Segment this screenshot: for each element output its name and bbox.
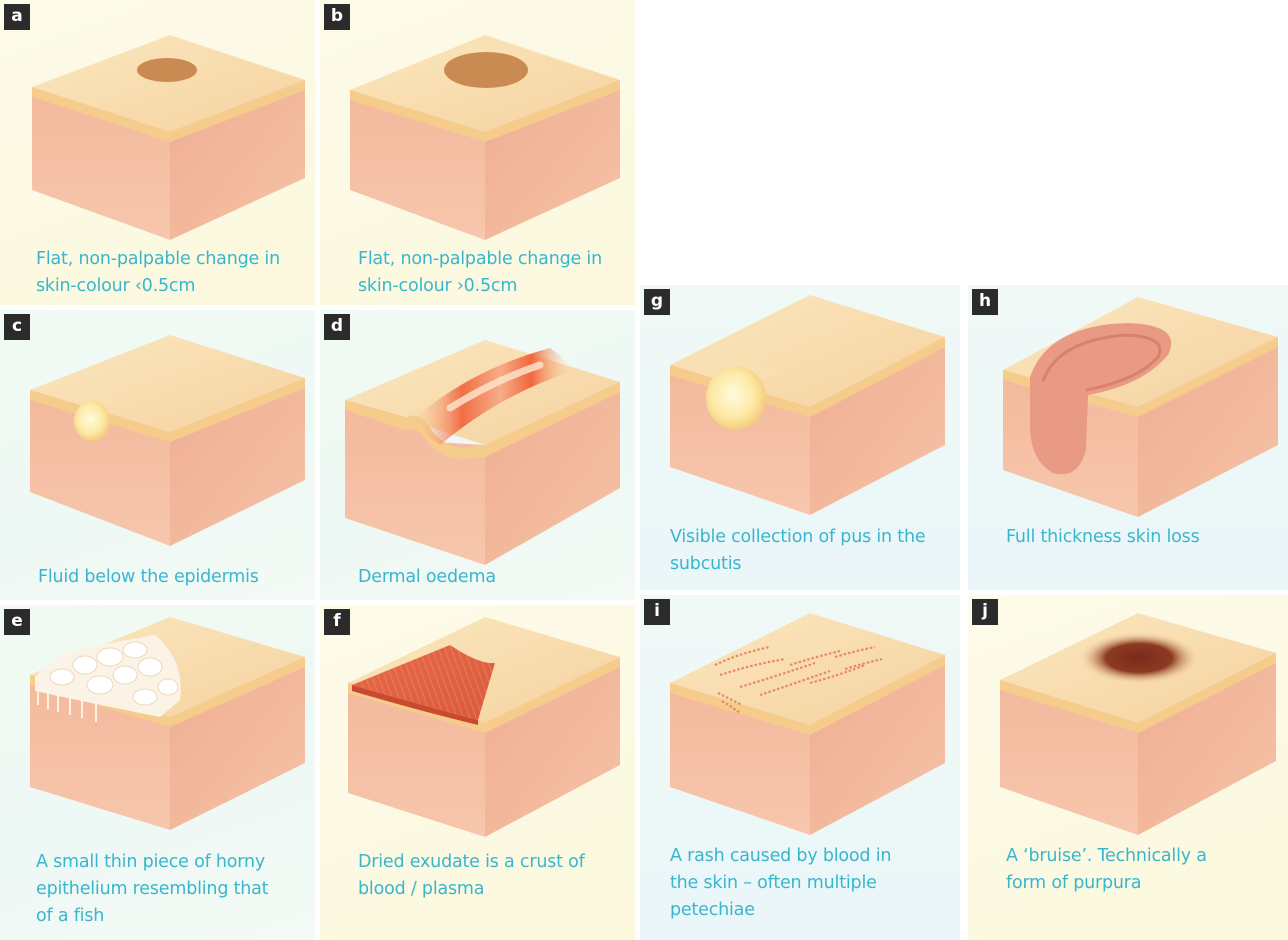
caption-line: form of purpura <box>1006 870 1207 897</box>
panel-tag-b: b <box>324 4 350 30</box>
panel-tag-i: i <box>644 599 670 625</box>
small-macule-spot <box>137 58 197 82</box>
panel-d-wheal: d Dermal oedema <box>320 310 635 600</box>
caption-i: A rash caused by blood in the skin – oft… <box>670 843 891 924</box>
pus-collection <box>706 366 766 430</box>
caption-line: A small thin piece of horny <box>36 849 268 876</box>
caption-line: skin-colour ›0.5cm <box>358 273 602 300</box>
panel-tag-a: a <box>4 4 30 30</box>
panel-h-ulcer: h Full thickness skin loss <box>968 285 1288 590</box>
caption-j: A ‘bruise’. Technically a form of purpur… <box>1006 843 1207 897</box>
caption-c: Fluid below the epidermis <box>38 564 259 591</box>
panel-b-patch: b Flat, non-palpable change in skin-colo… <box>320 0 635 305</box>
caption-line: blood / plasma <box>358 876 585 903</box>
wheal-illustration <box>320 310 635 600</box>
caption-a: Flat, non-palpable change in skin-colour… <box>36 246 280 300</box>
caption-line: subcutis <box>670 551 925 578</box>
panel-g-pustule: g Visible collection of pus in the subcu… <box>640 285 960 590</box>
caption-line: petechiae <box>670 897 891 924</box>
bruise-spot <box>1079 632 1199 684</box>
caption-line: Visible collection of pus in the <box>670 524 925 551</box>
panel-f-crust: f Dried exudate is a crust of blood / pl… <box>320 605 635 940</box>
panel-tag-g: g <box>644 289 670 315</box>
caption-f: Dried exudate is a crust of blood / plas… <box>358 849 585 903</box>
panel-i-purpura: i A rash caused by blood in the skin – o… <box>640 595 960 940</box>
caption-line: Flat, non-palpable change in <box>36 246 280 273</box>
fluid-bubble <box>74 401 110 441</box>
panel-e-scale: e A small thin piece of horny epithelium… <box>0 605 315 940</box>
panel-j-ecchymosis: j A ‘bruise’. Technically a form of purp… <box>968 595 1288 940</box>
caption-line: of a fish <box>36 903 268 930</box>
caption-g: Visible collection of pus in the subcuti… <box>670 524 925 578</box>
caption-line: Flat, non-palpable change in <box>358 246 602 273</box>
caption-line: A ‘bruise’. Technically a <box>1006 843 1207 870</box>
caption-h: Full thickness skin loss <box>1006 524 1200 551</box>
caption-line: A rash caused by blood in <box>670 843 891 870</box>
panel-tag-e: e <box>4 609 30 635</box>
panel-tag-f: f <box>324 609 350 635</box>
panel-a-macule: a Flat, non-palpable change in skin-colo… <box>0 0 315 305</box>
caption-e: A small thin piece of horny epithelium r… <box>36 849 268 930</box>
panel-tag-d: d <box>324 314 350 340</box>
caption-b: Flat, non-palpable change in skin-colour… <box>358 246 602 300</box>
caption-line: Dried exudate is a crust of <box>358 849 585 876</box>
caption-line: Fluid below the epidermis <box>38 564 259 591</box>
panel-c-blister: c Fluid below the epidermis <box>0 310 315 600</box>
caption-line: Dermal oedema <box>358 564 496 591</box>
panel-tag-j: j <box>972 599 998 625</box>
panel-tag-h: h <box>972 289 998 315</box>
large-patch-spot <box>444 52 528 88</box>
panel-tag-c: c <box>4 314 30 340</box>
caption-d: Dermal oedema <box>358 564 496 591</box>
caption-line: epithelium resembling that <box>36 876 268 903</box>
caption-line: Full thickness skin loss <box>1006 524 1200 551</box>
caption-line: skin-colour ‹0.5cm <box>36 273 280 300</box>
caption-line: the skin – often multiple <box>670 870 891 897</box>
blister-illustration <box>0 310 315 600</box>
